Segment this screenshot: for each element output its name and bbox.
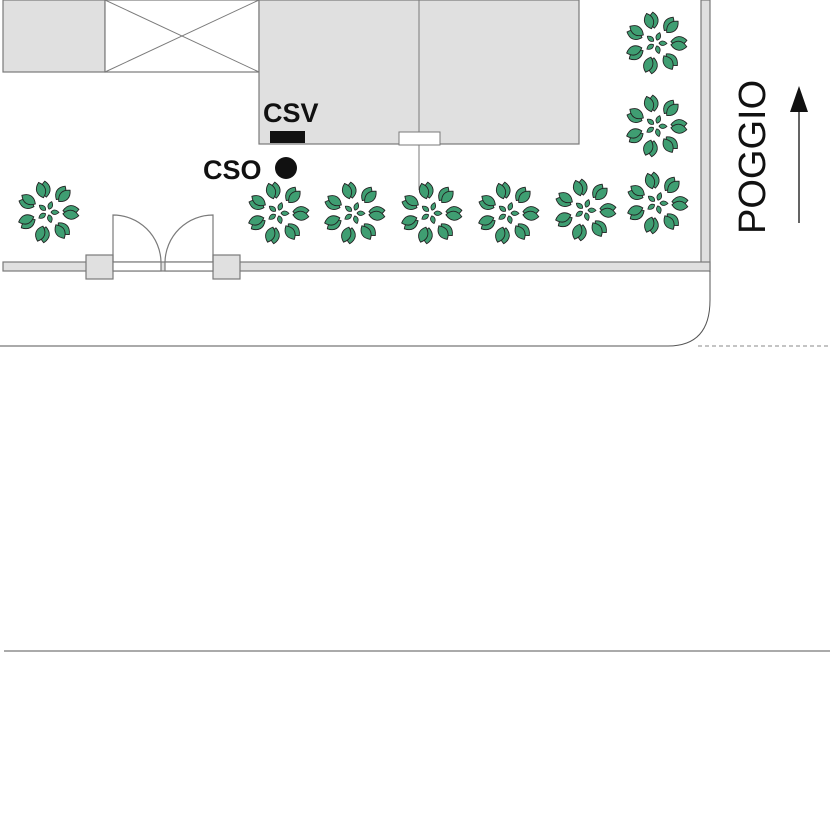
shrub-icon [401, 181, 463, 245]
shrub-icon [555, 178, 617, 242]
shrub-icon [478, 181, 540, 245]
shrub-icon [324, 181, 386, 245]
shrub-icon [626, 11, 688, 75]
shrub-icon [18, 180, 80, 244]
arrow-up-icon [790, 86, 808, 223]
building-block-left [2, 0, 106, 73]
gate-pillar-left [85, 254, 114, 280]
shrub-icon [627, 171, 689, 235]
csv-label: CSV [263, 98, 319, 128]
open-void-crossed [104, 0, 260, 73]
gate-double-leaf [112, 214, 214, 272]
building-main [258, 0, 580, 190]
road-edge-curve [0, 271, 711, 347]
shrub-icon [248, 181, 310, 245]
csv-marker [270, 131, 305, 143]
cso-marker [275, 157, 297, 179]
shrub-group [18, 11, 689, 245]
shrub-icon [626, 94, 688, 158]
gate-pillar-right [212, 254, 241, 280]
cso-label: CSO [203, 155, 262, 185]
street-name-label: POGGIO [732, 80, 774, 234]
boundary-wall [2, 0, 711, 272]
